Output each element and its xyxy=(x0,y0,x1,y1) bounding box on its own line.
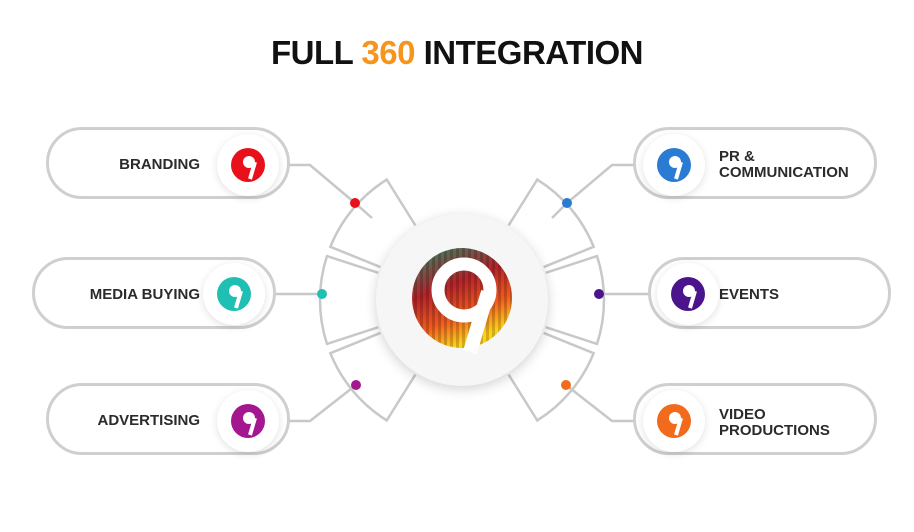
video-label-line1: VIDEO xyxy=(719,406,766,423)
nine-logo-icon xyxy=(412,248,512,355)
ring-segment xyxy=(328,331,417,423)
video-dot xyxy=(561,380,571,390)
ring-segment xyxy=(507,177,596,269)
title-accent: 360 xyxy=(361,34,415,71)
pr-label: PR &COMMUNICATION xyxy=(719,149,849,181)
ring-segment xyxy=(318,254,379,346)
center-logo xyxy=(376,214,548,386)
ring-segment xyxy=(328,177,417,269)
media-buying-label: MEDIA BUYING xyxy=(89,286,200,303)
ring-segment xyxy=(507,331,596,423)
advertising-icon xyxy=(217,390,279,452)
events-dot xyxy=(594,289,604,299)
branding-dot xyxy=(350,198,360,208)
ring-segment xyxy=(545,254,606,346)
pr-icon xyxy=(643,134,705,196)
ring-segments xyxy=(318,177,606,423)
branding-label: BRANDING xyxy=(119,156,200,173)
events-label: EVENTS xyxy=(719,286,780,303)
media-buying-dot xyxy=(317,289,327,299)
pr-dot xyxy=(562,198,572,208)
pr-label-line2: COMMUNICATION xyxy=(719,164,849,181)
pr-label-line1: PR & xyxy=(719,148,755,165)
video-label-line2: PRODUCTIONS xyxy=(719,422,830,439)
video-icon xyxy=(643,390,705,452)
branding-icon xyxy=(217,134,279,196)
media-buying-icon xyxy=(203,263,265,325)
advertising-label: ADVERTISING xyxy=(97,412,200,429)
title-suffix: INTEGRATION xyxy=(423,34,644,71)
events-icon xyxy=(657,263,719,325)
advertising-dot xyxy=(351,380,361,390)
title-prefix: FULL xyxy=(270,34,353,71)
page-title: FULL 360 INTEGRATION xyxy=(0,34,914,72)
